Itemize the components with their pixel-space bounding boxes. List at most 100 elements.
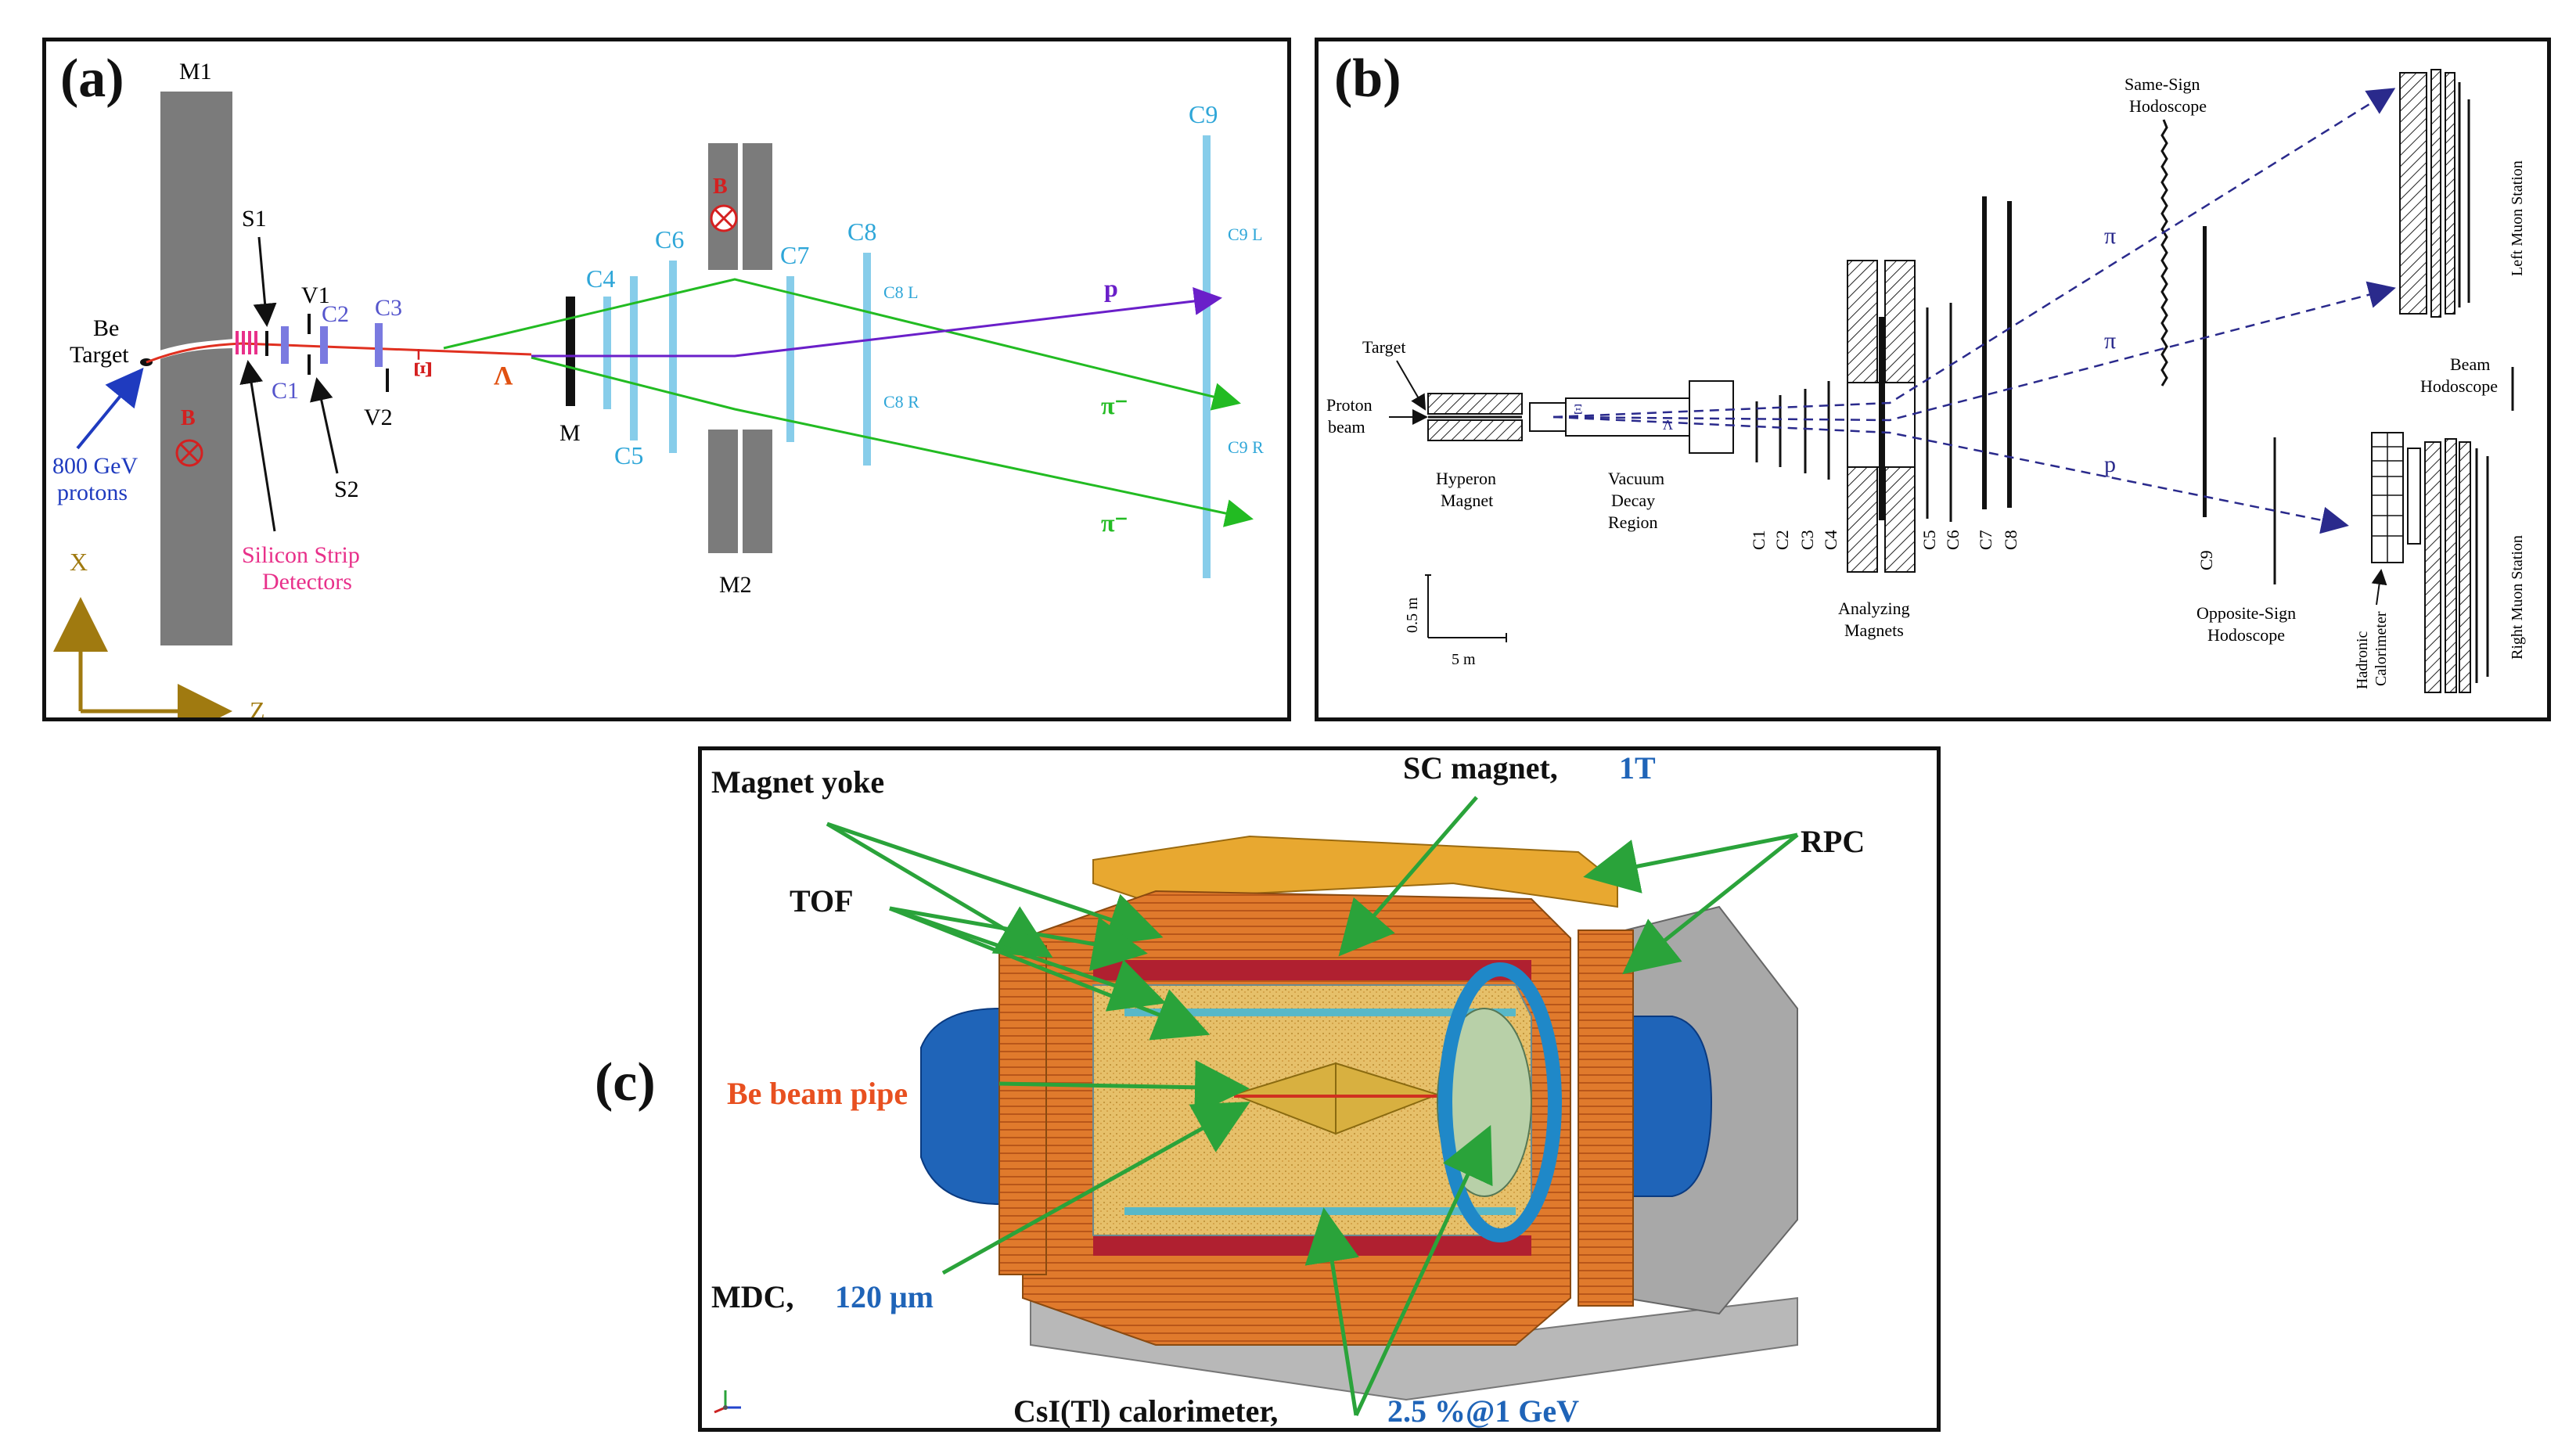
b-field-label-m2: B xyxy=(713,174,728,199)
tof-arrow-3 xyxy=(889,906,1211,1041)
red-band-bottom xyxy=(1093,1235,1531,1256)
c7-label: C7 xyxy=(1976,530,1995,550)
beam-hodo-label-1: Beam xyxy=(2450,354,2490,374)
gev-label: 800 GeV xyxy=(52,453,138,479)
same-sign-label-2: Hodoscope xyxy=(2129,96,2207,116)
c8-label: C8 xyxy=(2001,530,2020,550)
c3-label: C3 xyxy=(375,295,402,321)
endcap-ring xyxy=(1438,962,1562,1242)
c9-chamber xyxy=(2203,226,2207,517)
panel-c: Magnet yoke SC magnet, 1T RPC TOF Be bea… xyxy=(698,746,1941,1432)
protons-label: protons xyxy=(57,480,128,505)
c5-chamber xyxy=(630,276,638,440)
v2-counter xyxy=(386,369,389,392)
hyperon-magnet-top xyxy=(1427,393,1523,415)
b-field-label-m1: B xyxy=(181,406,196,430)
hyperon-label-1: Hyperon xyxy=(1436,469,1496,488)
left-muon-absorber-1 xyxy=(2399,72,2427,315)
proton-arrow xyxy=(76,367,144,450)
c9r-label: C9 R xyxy=(1228,437,1264,457)
lambda-label: Λ xyxy=(494,361,513,390)
panel-c-label: (c) xyxy=(595,1052,656,1113)
s2-arrow xyxy=(310,377,339,474)
sc-magnet-label: SC magnet, xyxy=(1403,750,1558,786)
pipe-arrow xyxy=(998,1059,1250,1115)
mdc-arrow xyxy=(941,1102,1250,1275)
c8-chamber xyxy=(2007,201,2012,508)
m-detector xyxy=(566,297,575,406)
m1-magnet xyxy=(160,92,232,645)
left-muon-absorber-2 xyxy=(2430,69,2441,318)
silicon-arrow xyxy=(239,360,276,532)
c2-label: C2 xyxy=(1772,530,1792,550)
c8r-label: C8 R xyxy=(883,392,919,412)
proton-label-1: Proton xyxy=(1326,395,1373,415)
c2-chamber xyxy=(320,326,328,364)
calorimeter-segments xyxy=(2372,433,2403,563)
target-label: Target xyxy=(1362,337,1405,357)
c4-label: C4 xyxy=(1821,530,1840,550)
pi-label-lower: π⁻ xyxy=(1101,509,1128,537)
c6-label: C6 xyxy=(1943,530,1963,550)
csi-label: CsI(Tl) calorimeter, xyxy=(1013,1393,1278,1428)
same-sign-hodoscope xyxy=(2160,119,2168,387)
right-blue-endcap xyxy=(1617,1016,1713,1197)
yoke-arrow-1 xyxy=(826,822,1053,958)
m2-magnet-bottom-right xyxy=(743,430,772,553)
right-muon-absorber-4 xyxy=(2459,441,2471,693)
pi-track-mid xyxy=(1552,281,2396,422)
yoke-arrow-2 xyxy=(826,822,1164,946)
pi-label-upper: π⁻ xyxy=(1101,391,1128,419)
panel-b-label: (b) xyxy=(1334,49,1401,109)
c1-chamber xyxy=(281,326,289,364)
c7-label: C7 xyxy=(780,241,809,269)
c1-label: C1 xyxy=(1749,530,1768,550)
silicon-strip-detectors xyxy=(236,331,257,354)
m1-label: M1 xyxy=(179,59,212,84)
csi-arrow-1 xyxy=(1304,1207,1359,1416)
c9-label: C9 xyxy=(2196,550,2216,570)
c2-label: C2 xyxy=(322,301,349,327)
proton-label-2: beam xyxy=(1328,417,1365,437)
vacuum-region-3 xyxy=(1689,380,1734,454)
m2-magnet-bottom-left xyxy=(708,430,738,553)
b-field-icon-m2 xyxy=(710,204,738,232)
lambda-label: Λ xyxy=(1663,417,1673,433)
c6-label: C6 xyxy=(655,225,684,253)
left-muon-label: Left Muon Station xyxy=(2509,160,2526,276)
rpc-label: RPC xyxy=(1801,824,1865,859)
analyzing-label-2: Magnets xyxy=(1844,620,1904,640)
mdc-value-label: 120 μm xyxy=(835,1279,934,1314)
c7-chamber xyxy=(786,276,794,442)
analyzing-label-1: Analyzing xyxy=(1838,599,1910,618)
p-track xyxy=(1552,415,2349,534)
right-muon-absorber-2 xyxy=(2424,441,2441,693)
tof-arrow-2 xyxy=(889,906,1167,1012)
mdc-label: MDC, xyxy=(711,1279,794,1314)
c4-label: C4 xyxy=(586,264,615,293)
v1-counter xyxy=(308,314,311,334)
x-axis-label: X xyxy=(70,548,88,576)
sc-value-label: 1T xyxy=(1619,750,1656,786)
rpc-arrow-2 xyxy=(1622,833,1799,975)
panel-a-diagram: M1 B Be Target 800 GeV protons Silicon S… xyxy=(52,59,1264,717)
c7-chamber xyxy=(1982,196,1987,509)
hyperon-magnet-bottom xyxy=(1427,419,1523,441)
scale-h-label: 5 m xyxy=(1452,651,1476,668)
c4-chamber xyxy=(603,297,611,409)
beam-pipe-label: Be beam pipe xyxy=(727,1076,908,1111)
panel-a: (a) M1 B Be Target 800 GeV protons xyxy=(42,38,1291,721)
m2-magnet-top-right xyxy=(743,143,772,270)
xi-label: Ξ xyxy=(1574,401,1583,417)
pi-track-lower xyxy=(531,356,1254,527)
rpc-arrow-1 xyxy=(1583,832,1798,893)
right-yoke xyxy=(1578,929,1634,1307)
tracks xyxy=(1552,88,2396,534)
pi-label-mid: π xyxy=(2104,328,2116,354)
s1-counter xyxy=(265,331,268,356)
c1-label: C1 xyxy=(272,378,299,404)
c5-label: C5 xyxy=(1919,530,1939,550)
c3-label: C3 xyxy=(1797,530,1817,550)
tof-layer-top xyxy=(1124,1009,1516,1016)
silicon-label: Silicon Strip xyxy=(242,542,360,568)
